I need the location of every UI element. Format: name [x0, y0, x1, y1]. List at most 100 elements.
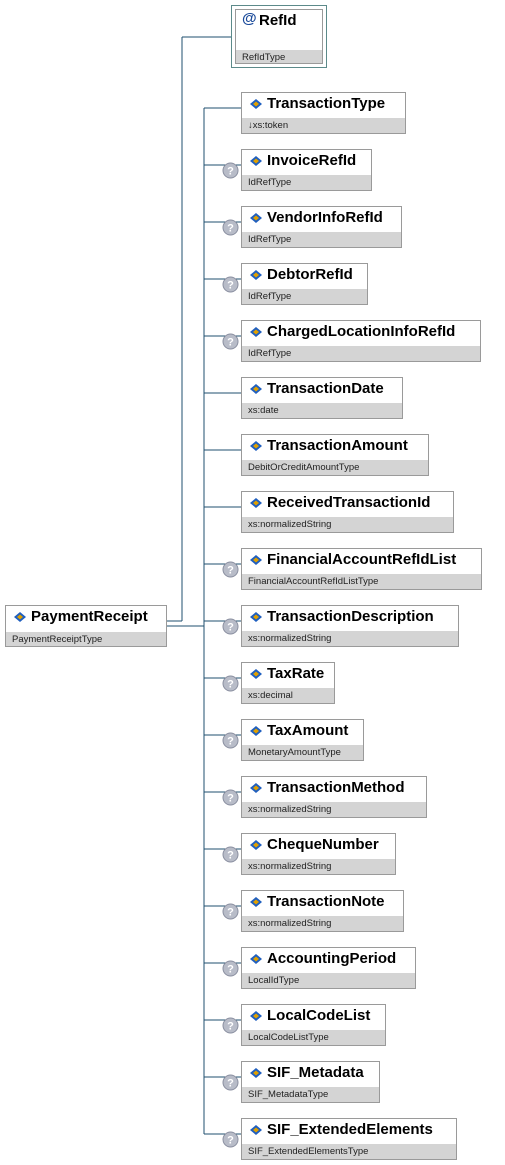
element-type-bar: IdRefType	[242, 175, 371, 190]
element-type-bar: DebitOrCreditAmountType	[242, 460, 428, 475]
element-type-bar: SIF_MetadataType	[242, 1087, 379, 1102]
element-icon	[250, 99, 262, 109]
svg-text:?: ?	[227, 223, 234, 235]
optional-question-icon: ?	[222, 219, 239, 236]
element-name: TransactionMethod	[267, 779, 405, 796]
element-node-receivedtransactionid[interactable]: ReceivedTransactionId xs:normalizedString	[241, 491, 454, 533]
element-type: IdRefType	[248, 348, 292, 359]
element-name: FinancialAccountRefIdList	[267, 551, 457, 568]
element-type: IdRefType	[248, 234, 292, 245]
element-type: xs:normalizedString	[248, 633, 332, 644]
optional-question-icon: ?	[222, 333, 239, 350]
optional-question-icon: ?	[222, 789, 239, 806]
svg-text:?: ?	[227, 166, 234, 178]
element-name: DebtorRefId	[267, 266, 353, 283]
element-type: SIF_ExtendedElementsType	[248, 1146, 369, 1157]
element-type-bar: SIF_ExtendedElementsType	[242, 1144, 456, 1159]
attribute-type-bar: RefIdType	[236, 50, 322, 63]
element-name: SIF_Metadata	[267, 1064, 364, 1081]
element-node-transactionmethod[interactable]: TransactionMethod xs:normalizedString	[241, 776, 427, 818]
element-icon	[250, 1068, 262, 1078]
element-type-bar: xs:normalizedString	[242, 802, 426, 817]
element-icon	[250, 1011, 262, 1021]
svg-text:?: ?	[227, 850, 234, 862]
element-icon	[250, 783, 262, 793]
optional-question-icon: ?	[222, 162, 239, 179]
element-type-bar: ↓xs:token	[242, 118, 405, 133]
element-icon	[250, 954, 262, 964]
element-node-transactionnote[interactable]: TransactionNote xs:normalizedString	[241, 890, 404, 932]
element-type-bar: MonetaryAmountType	[242, 745, 363, 760]
element-type-bar: FinancialAccountRefIdListType	[242, 574, 481, 589]
element-icon	[250, 498, 262, 508]
attribute-at-icon: @	[242, 10, 257, 27]
element-name: ReceivedTransactionId	[267, 494, 431, 511]
optional-question-icon: ?	[222, 1131, 239, 1148]
svg-text:?: ?	[227, 679, 234, 691]
svg-text:?: ?	[227, 1135, 234, 1147]
root-type: PaymentReceiptType	[12, 634, 103, 645]
element-node-transactiontype[interactable]: TransactionType↓xs:token	[241, 92, 406, 134]
element-type-bar: LocalCodeListType	[242, 1030, 385, 1045]
element-type: xs:normalizedString	[248, 861, 332, 872]
element-name: SIF_ExtendedElements	[267, 1121, 433, 1138]
element-name: ChargedLocationInfoRefId	[267, 323, 456, 340]
optional-question-icon: ?	[222, 732, 239, 749]
attribute-type: RefIdType	[242, 52, 286, 63]
element-name: InvoiceRefId	[267, 152, 357, 169]
element-icon	[250, 1125, 262, 1135]
element-icon	[250, 327, 262, 337]
optional-question-icon: ?	[222, 1074, 239, 1091]
svg-text:?: ?	[227, 793, 234, 805]
optional-question-icon: ?	[222, 960, 239, 977]
element-type: ↓xs:token	[248, 120, 289, 131]
optional-question-icon: ?	[222, 675, 239, 692]
element-type-bar: LocalIdType	[242, 973, 415, 988]
svg-text:?: ?	[227, 565, 234, 577]
element-type-bar: xs:date	[242, 403, 402, 418]
root-type-bar: PaymentReceiptType	[6, 632, 166, 646]
element-type: xs:normalizedString	[248, 519, 332, 530]
root-node-paymentreceipt[interactable]: PaymentReceipt PaymentReceiptType	[5, 605, 167, 647]
element-icon	[250, 612, 262, 622]
optional-question-icon: ?	[222, 1017, 239, 1034]
element-icon	[250, 156, 262, 166]
element-name: ChequeNumber	[267, 836, 379, 853]
element-icon	[250, 669, 262, 679]
element-type-bar: xs:normalizedString	[242, 916, 403, 931]
root-name: PaymentReceipt	[31, 608, 148, 625]
element-name: TransactionAmount	[267, 437, 408, 454]
element-type-bar: IdRefType	[242, 346, 480, 361]
element-type: DebitOrCreditAmountType	[248, 462, 360, 473]
element-name: TaxAmount	[267, 722, 349, 739]
optional-question-icon: ?	[222, 903, 239, 920]
element-type: xs:normalizedString	[248, 918, 332, 929]
element-name: TransactionNote	[267, 893, 385, 910]
element-type: LocalCodeListType	[248, 1032, 329, 1043]
element-node-chequenumber[interactable]: ChequeNumber xs:normalizedString	[241, 833, 396, 875]
element-type: xs:normalizedString	[248, 804, 332, 815]
element-type-bar: IdRefType	[242, 289, 367, 304]
attribute-node-refid[interactable]: @ RefId RefIdType	[231, 5, 327, 68]
element-icon	[250, 270, 262, 280]
element-type: FinancialAccountRefIdListType	[248, 576, 379, 587]
element-name: VendorInfoRefId	[267, 209, 383, 226]
optional-question-icon: ?	[222, 561, 239, 578]
element-type: LocalIdType	[248, 975, 300, 986]
optional-question-icon: ?	[222, 276, 239, 293]
